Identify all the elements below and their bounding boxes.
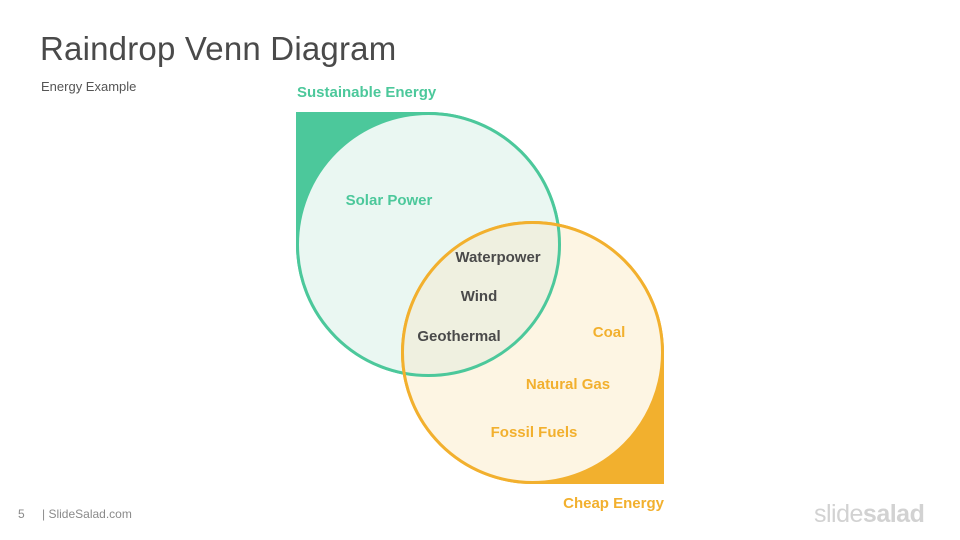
item-coal: Coal: [593, 324, 626, 341]
sustainable-energy-label: Sustainable Energy: [297, 84, 437, 101]
brand-logo-bold: salad: [862, 500, 925, 528]
item-wind: Wind: [461, 288, 498, 305]
item-fossil-fuels: Fossil Fuels: [491, 424, 578, 441]
slide-subtitle: Energy Example: [41, 79, 137, 94]
item-natural-gas: Natural Gas: [526, 376, 610, 393]
cheap-circle-outline: [401, 221, 664, 484]
cheap-energy-label: Cheap Energy: [563, 495, 665, 512]
brand-logo-light: slide: [814, 500, 863, 528]
slide-title: Raindrop Venn Diagram: [40, 30, 397, 67]
footer-site-link[interactable]: | SlideSalad.com: [42, 507, 132, 521]
brand-logo: slidesalad: [814, 500, 925, 529]
item-waterpower: Waterpower: [455, 249, 540, 266]
item-geothermal: Geothermal: [417, 328, 500, 345]
item-solar-power: Solar Power: [346, 192, 433, 209]
page-number: 5: [18, 507, 25, 521]
sustainable-circle-outline: [296, 112, 561, 377]
